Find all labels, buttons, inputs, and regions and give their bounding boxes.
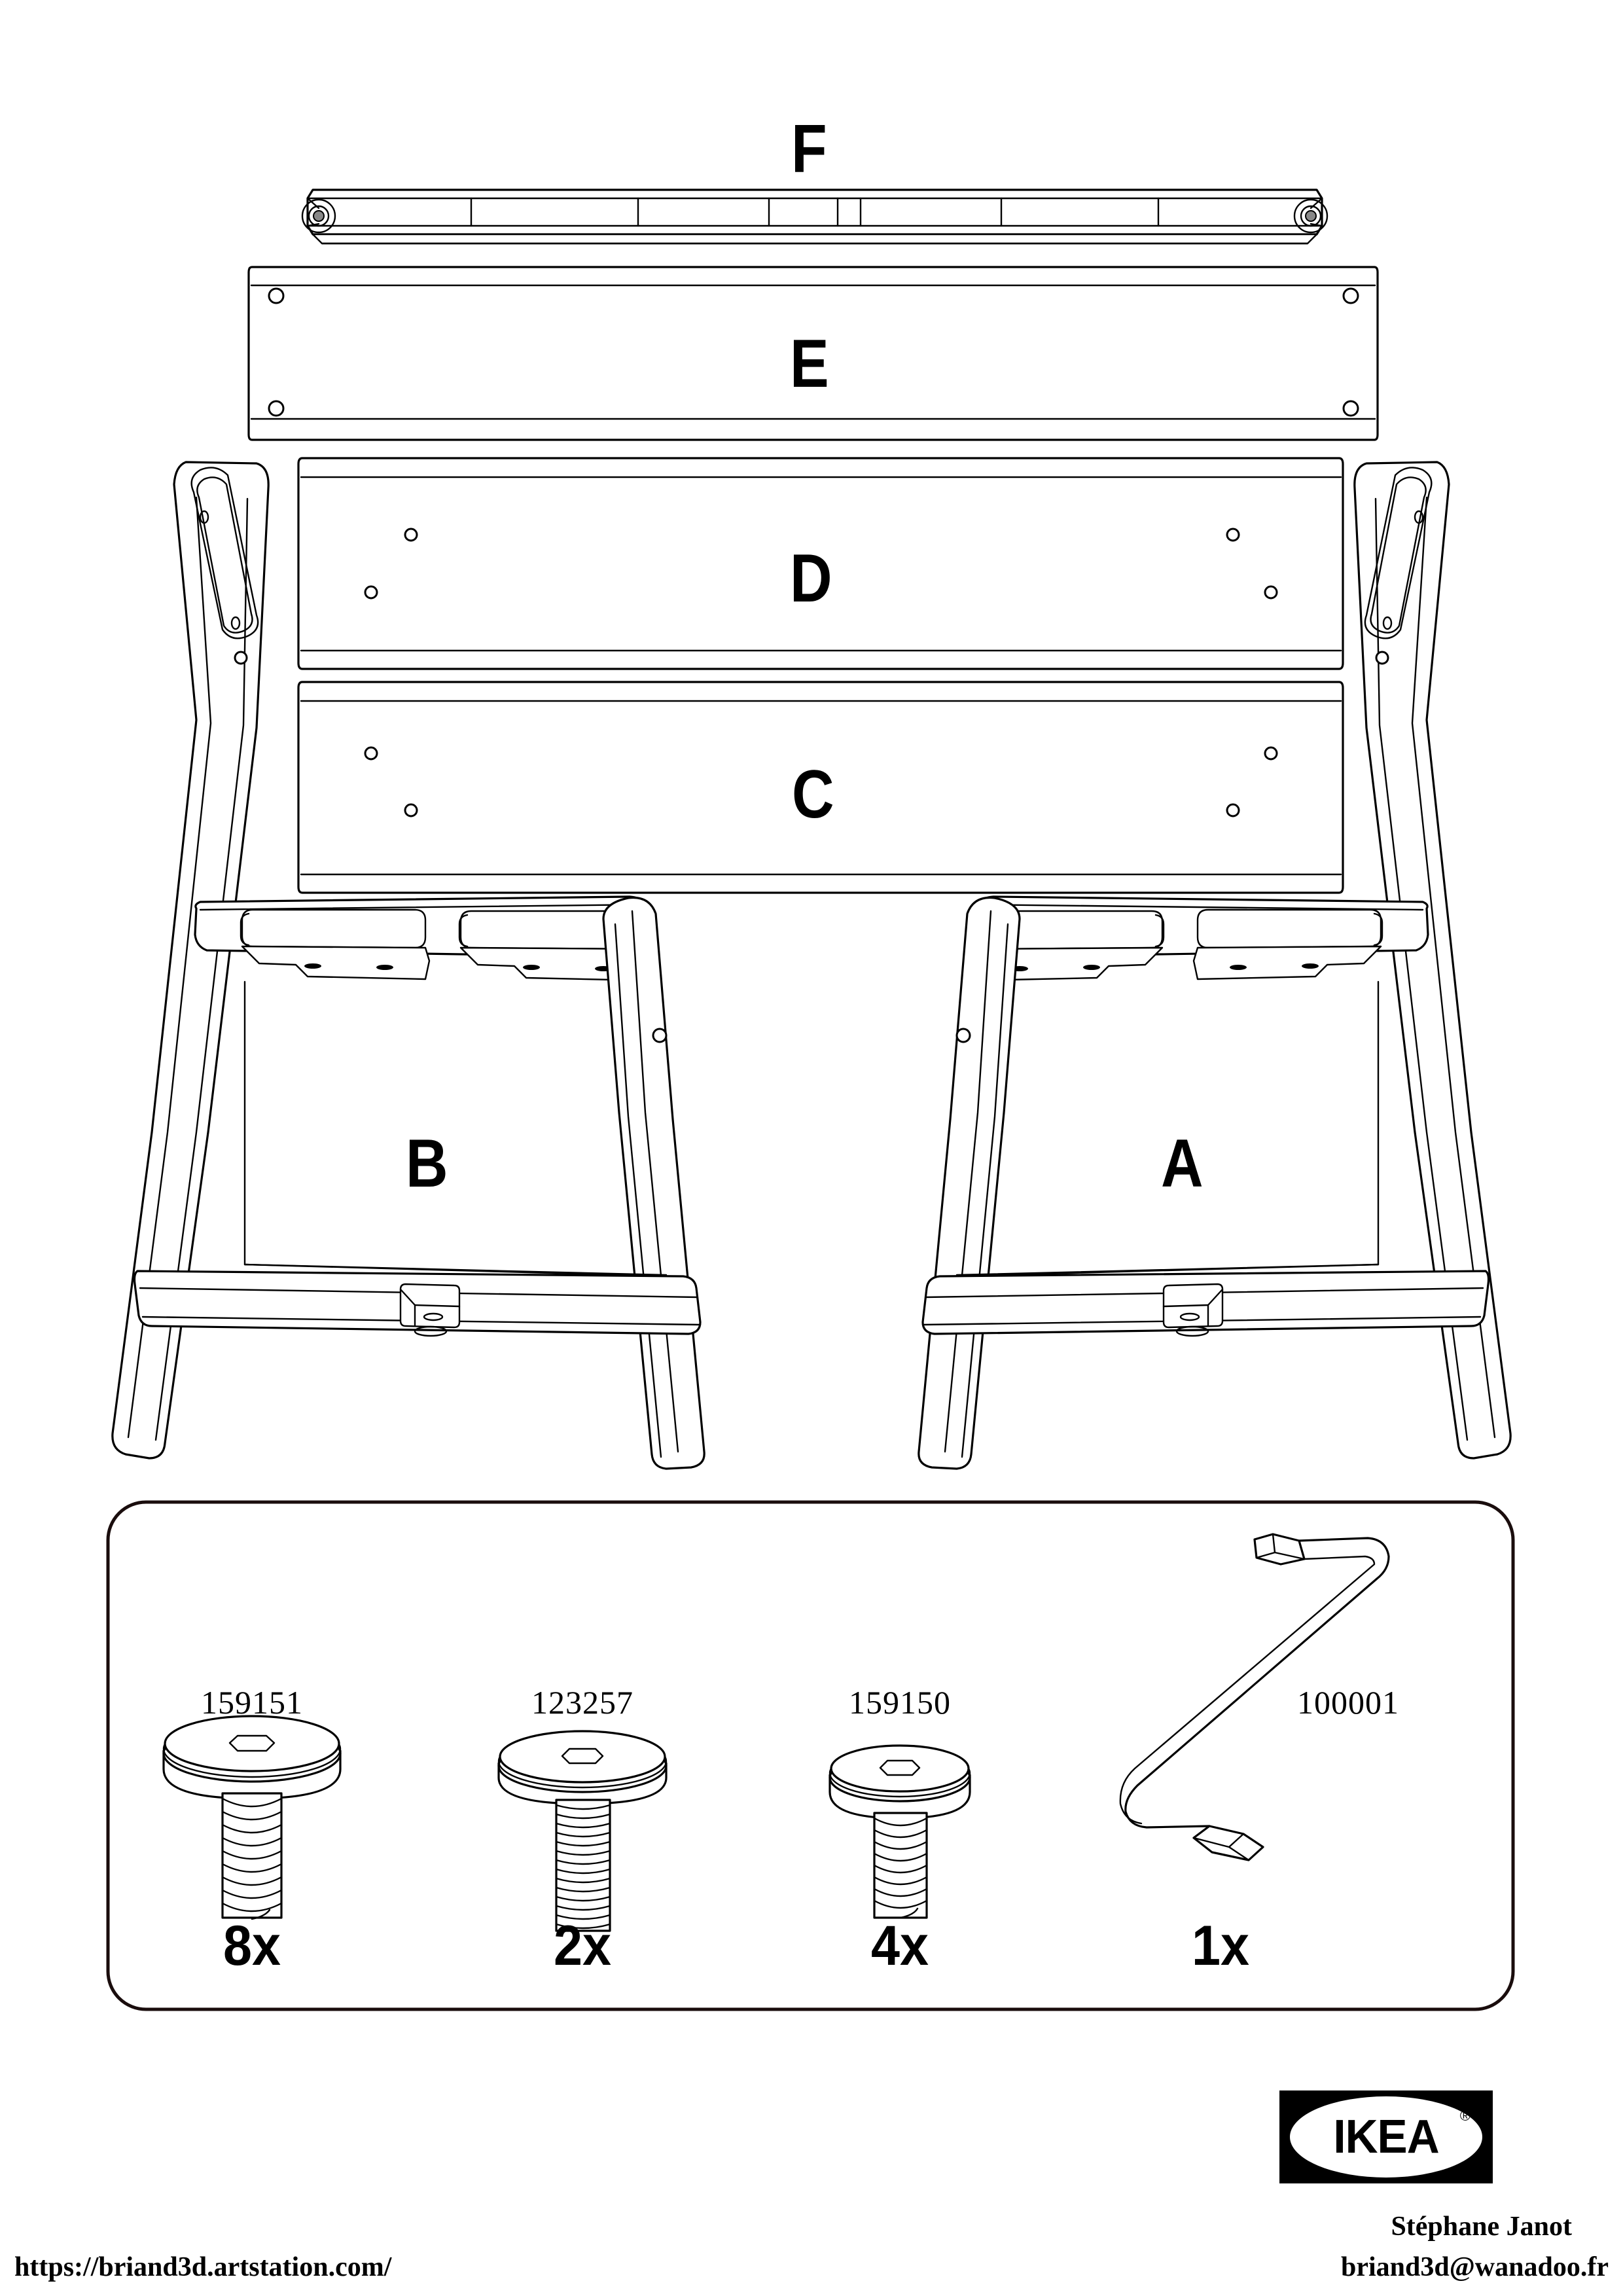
part-d-drawing — [297, 457, 1344, 670]
hardware-code-100001: 100001 — [1297, 1684, 1399, 1721]
ikea-logo-oval — [1290, 2096, 1482, 2178]
part-f-drawing — [301, 188, 1329, 245]
hardware-screw-159150 — [829, 1744, 971, 1919]
ikea-wordmark: IKEA — [1333, 2111, 1439, 2163]
hardware-screw-123257 — [497, 1730, 668, 1932]
part-e-drawing — [247, 266, 1379, 441]
author-credit: Stéphane Janot — [1391, 2212, 1572, 2242]
author-email: briand3d@wanadoo.fr — [1341, 2252, 1609, 2282]
part-label-d: D — [790, 541, 832, 617]
hardware-box-outline — [106, 1500, 1515, 2011]
hardware-hex-key-100001 — [1119, 1533, 1390, 1861]
hardware-count-100001: 1x — [1191, 1914, 1250, 1977]
hardware-count-159151: 8x — [223, 1914, 281, 1977]
hardware-code-123257: 123257 — [531, 1684, 633, 1721]
hardware-count-123257: 2x — [553, 1914, 612, 1977]
registered-trademark-icon: ® — [1459, 2108, 1471, 2124]
hardware-count-159150: 4x — [870, 1914, 929, 1977]
part-label-b: B — [406, 1126, 448, 1202]
ikea-logo: IKEA ® — [1279, 2090, 1493, 2183]
part-label-a: A — [1161, 1126, 1204, 1202]
part-a-drawing — [918, 461, 1512, 1470]
portfolio-url: https://briand3d.artstation.com/ — [14, 2252, 392, 2282]
hardware-screw-159151 — [162, 1715, 342, 1920]
hardware-code-159150: 159150 — [849, 1684, 951, 1721]
part-label-e: E — [790, 326, 829, 402]
part-label-c: C — [792, 757, 834, 833]
part-c-drawing — [297, 681, 1344, 894]
part-label-f: F — [791, 111, 827, 187]
part-b-drawing — [111, 461, 705, 1470]
hardware-code-159151: 159151 — [201, 1684, 303, 1721]
